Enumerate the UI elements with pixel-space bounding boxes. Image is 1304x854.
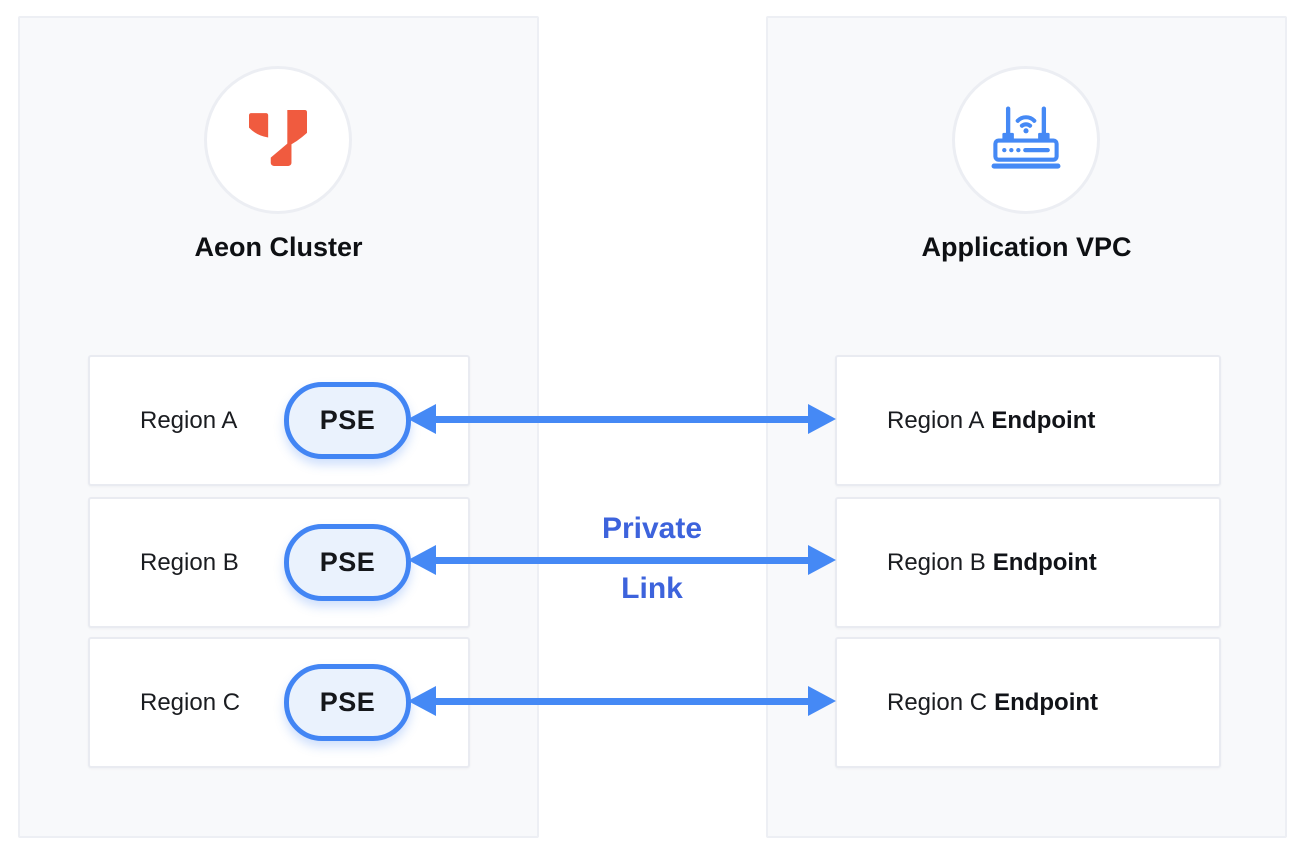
region-b-endpoint-label: Region B Endpoint	[887, 499, 1097, 626]
region-a-pse-box: Region A PSE	[88, 355, 470, 486]
arrow-shaft	[430, 697, 814, 705]
region-b-pse-badge: PSE	[284, 524, 411, 601]
region-c-endpoint-label: Region C Endpoint	[887, 639, 1098, 766]
aeon-cluster-logo-icon	[249, 109, 307, 171]
private-link-arrow-region-a	[408, 404, 836, 434]
region-b-pse-box: Region B PSE	[88, 497, 470, 628]
aeon-cluster-title: Aeon Cluster	[194, 232, 363, 262]
region-c-endpoint-word: Endpoint	[994, 688, 1099, 716]
arrow-shaft	[430, 556, 814, 564]
region-a-endpoint-region: Region A	[887, 406, 985, 434]
application-vpc-panel: Application VPC Region A Endpoint Region…	[766, 16, 1287, 838]
aeon-cluster-logo-circle	[204, 66, 352, 214]
wifi-router-icon	[985, 101, 1067, 180]
application-vpc-title: Application VPC	[921, 232, 1132, 262]
arrow-right-head-icon	[808, 404, 836, 434]
region-c-pse-badge: PSE	[284, 664, 411, 741]
region-c-endpoint-region: Region C	[887, 688, 988, 716]
region-a-endpoint-box: Region A Endpoint	[835, 355, 1221, 486]
region-a-endpoint-label: Region A Endpoint	[887, 357, 1095, 484]
arrow-right-head-icon	[808, 545, 836, 575]
region-c-label: Region C	[140, 688, 241, 716]
arrow-right-head-icon	[808, 686, 836, 716]
region-b-endpoint-word: Endpoint	[992, 548, 1097, 576]
router-icon-circle	[952, 66, 1100, 214]
region-b-endpoint-box: Region B Endpoint	[835, 497, 1221, 628]
region-b-label: Region B	[140, 548, 239, 576]
private-link-arrow-region-b	[408, 545, 836, 575]
region-c-endpoint-box: Region C Endpoint	[835, 637, 1221, 768]
aeon-cluster-panel: Aeon Cluster Region A PSE Region B PSE R…	[18, 16, 539, 838]
region-a-label: Region A	[140, 406, 238, 434]
arrow-shaft	[430, 415, 814, 423]
region-c-pse-box: Region C PSE	[88, 637, 470, 768]
region-a-endpoint-word: Endpoint	[991, 406, 1096, 434]
region-a-pse-badge: PSE	[284, 382, 411, 459]
private-link-label-line1: Private	[601, 512, 703, 545]
region-b-endpoint-region: Region B	[887, 548, 986, 576]
private-link-arrow-region-c	[408, 686, 836, 716]
private-link-label-line2: Link	[621, 572, 683, 605]
